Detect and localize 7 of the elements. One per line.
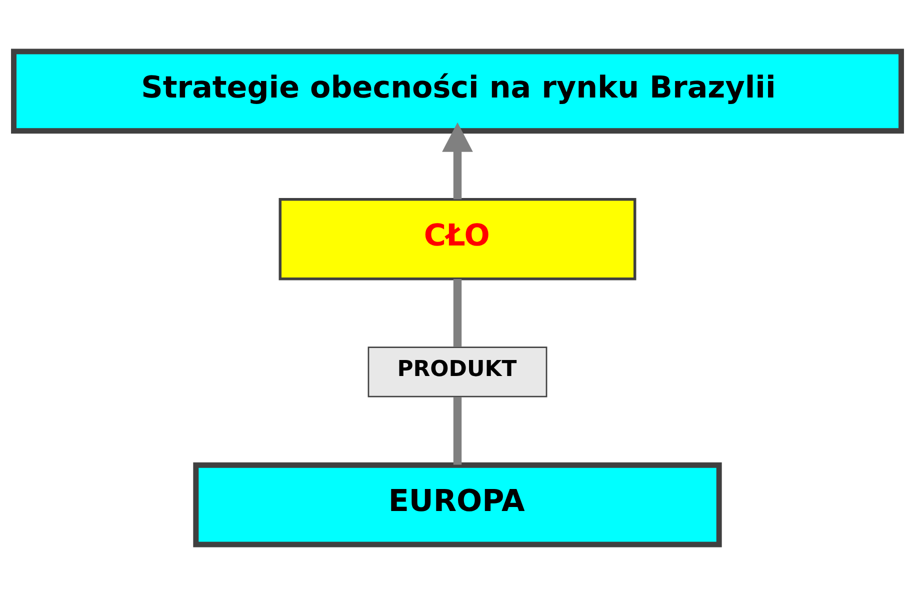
node-box: CŁO bbox=[278, 198, 636, 280]
connector bbox=[453, 278, 462, 346]
connector bbox=[453, 396, 462, 464]
arrow bbox=[442, 122, 473, 199]
node-box: Strategie obecności na rynku Brazylii bbox=[11, 48, 904, 134]
node-box: PRODUKT bbox=[368, 346, 548, 397]
node-box: EUROPA bbox=[193, 462, 722, 547]
